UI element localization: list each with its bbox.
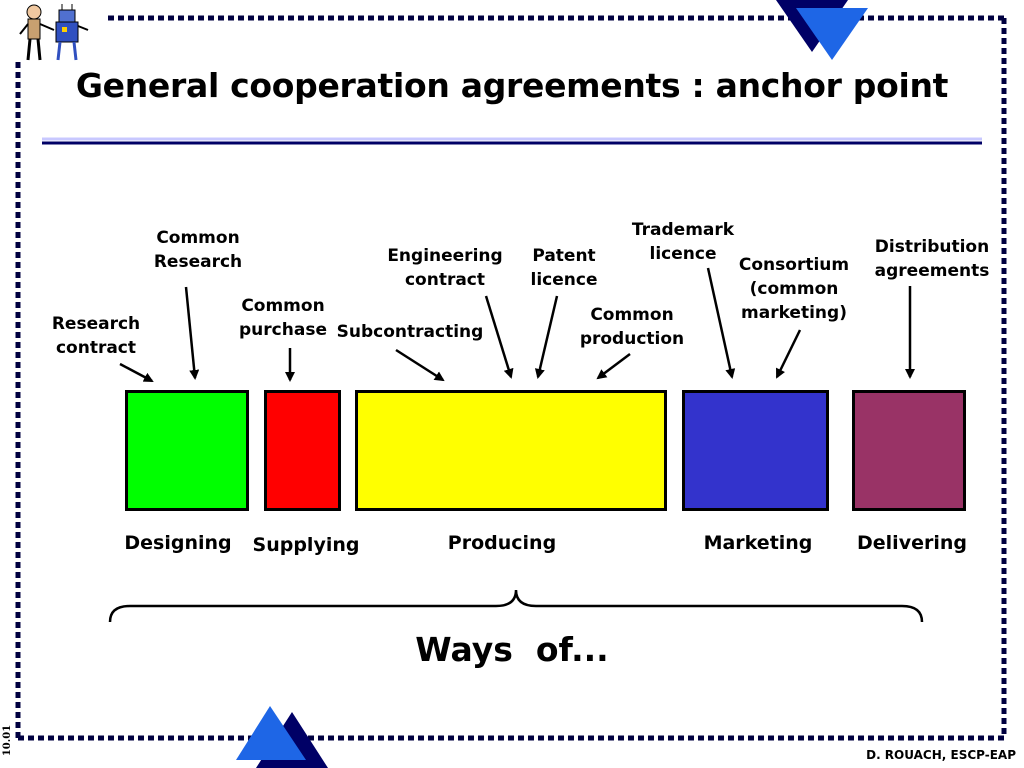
arrow-research-contract [119,362,154,383]
label-engineering-contract: Engineering contract [387,246,503,290]
slide-number: 10.01 [2,724,14,757]
arrow-common-production [596,353,631,380]
label-consortium: Consortium (common marketing) [738,255,850,323]
label-patent-licence: Patent licence [530,246,598,290]
page-title: General cooperation agreements : anchor … [75,66,949,105]
label-research-contract: Research contract [51,314,141,358]
stage-label-marketing: Marketing [703,532,813,554]
arrow-trademark-licence [706,267,736,379]
curly-brace [108,589,924,623]
stage-label-designing: Designing [124,532,232,554]
arrow-patent-licence [534,295,559,379]
blue-triangle-icon [776,0,868,60]
people-and-robot-icon [19,4,89,61]
stage-label-producing: Producing [447,532,557,554]
label-common-production: Common production [579,305,685,349]
blue-triangle-icon [236,706,328,768]
label-common-research: Common Research [153,228,243,272]
stage-box-marketing [682,390,829,511]
arrow-engineering-contract [484,295,514,379]
ways-of-label: Ways of... [415,630,609,669]
stage-label-delivering: Delivering [857,532,967,554]
title-separator [42,137,982,145]
stage-box-delivering [852,390,966,511]
dotted-frame [15,15,1007,741]
stage-box-designing [125,390,249,511]
arrows [119,267,915,383]
arrow-subcontracting [395,348,445,382]
arrow-consortium [775,329,802,379]
stage-box-producing [355,390,667,511]
label-common-purchase: Common purchase [239,296,327,340]
stage-label-supplying: Supplying [252,534,360,556]
stage-box-supplying [264,390,341,511]
label-trademark-licence: Trademark licence [631,220,735,264]
arrow-common-research [184,286,200,380]
label-subcontracting: Subcontracting [336,322,484,342]
footer-credit: D. ROUACH, ESCP-EAP [866,748,1016,762]
label-distribution-agreements: Distribution agreements [874,237,990,281]
